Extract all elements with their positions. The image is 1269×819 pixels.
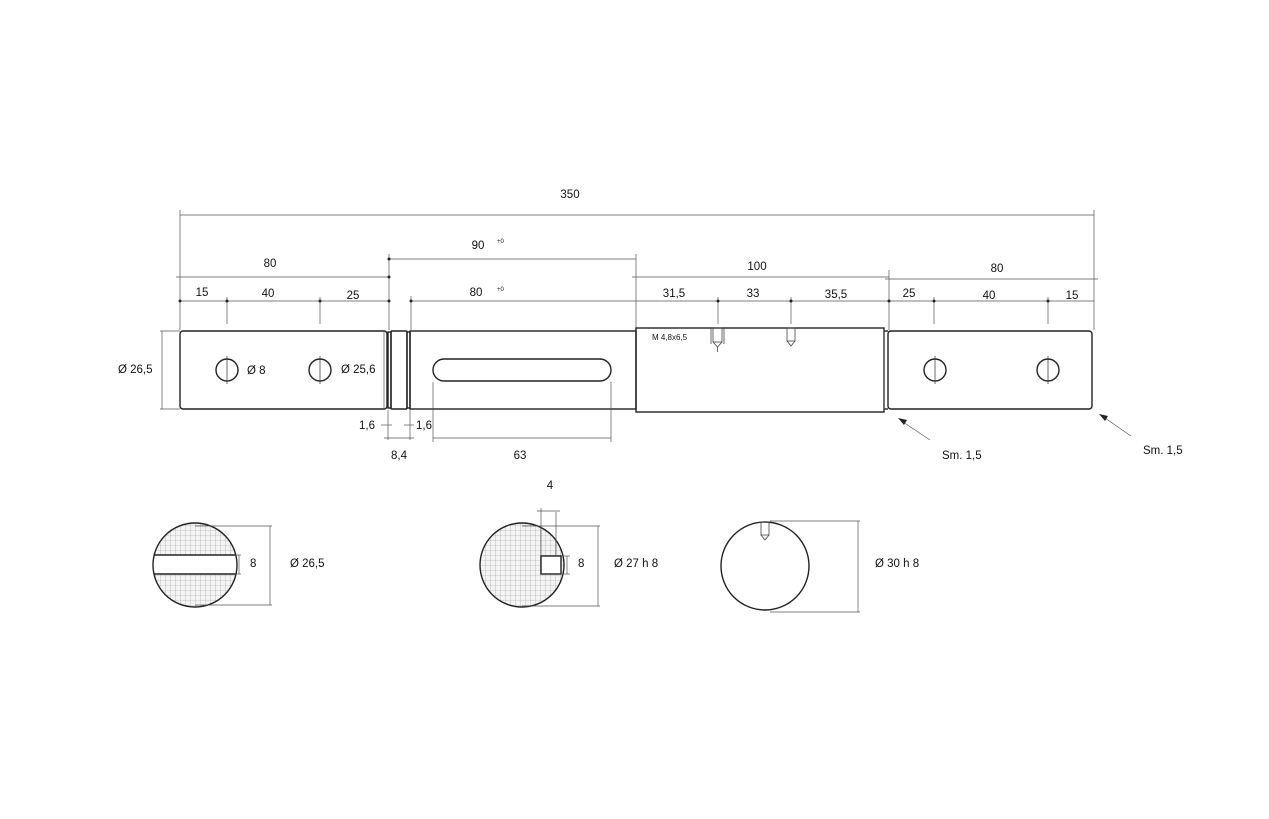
dim-groove-width: 1,6 <box>359 420 375 432</box>
threaded-hole <box>710 327 725 352</box>
section-view-3: Ø 30 h 8 <box>720 520 919 613</box>
dim-dia-groove: Ø 25,6 <box>341 364 376 376</box>
dim-keyway-length: 80 <box>470 287 483 299</box>
dim-left-section: 80 <box>264 258 277 270</box>
section-view-2: 4 8 Ø 27 h 8 <box>479 480 658 608</box>
dim-thread: M 4,8x6,5 <box>652 333 688 342</box>
dim-tolerance: +0 <box>497 239 505 245</box>
dim-mid-a: 31,5 <box>663 288 685 300</box>
threaded-hole <box>786 327 796 347</box>
dim-slot-length: 63 <box>514 450 527 462</box>
dim-chamfer: Sm. 1,5 <box>942 450 982 462</box>
dim-mid-c: 35,5 <box>825 289 847 301</box>
cross-hole <box>308 356 332 384</box>
dim-dia-hole: Ø 8 <box>247 365 266 377</box>
dim-section-width: 8 <box>250 558 256 570</box>
dim-right-a: 25 <box>903 288 916 300</box>
dim-dia-left: Ø 26,5 <box>118 364 153 376</box>
dim-left-a: 15 <box>196 287 209 299</box>
dim-right-section: 80 <box>991 263 1004 275</box>
dim-section-width: 8 <box>578 558 584 570</box>
dim-middle-section: 100 <box>747 261 766 273</box>
dim-section-dia: Ø 27 h 8 <box>614 558 658 570</box>
dim-keyway-section: 90 <box>472 240 485 252</box>
dim-left-c: 25 <box>347 290 360 302</box>
keyway-slot <box>432 358 612 382</box>
dim-mid-b: 33 <box>747 288 760 300</box>
dim-section-dia: Ø 26,5 <box>290 558 325 570</box>
cross-hole <box>1036 356 1060 384</box>
cross-hole <box>923 356 947 384</box>
dimension-lines <box>176 210 1098 330</box>
dim-left-b: 40 <box>262 288 275 300</box>
dim-tolerance: +0 <box>497 287 505 293</box>
shaft-side-view <box>179 327 1093 413</box>
dim-section-dia: Ø 30 h 8 <box>875 558 919 570</box>
dimension-labels: 350 80 90 +0 100 80 15 40 25 80 +0 31,5 … <box>118 189 1183 462</box>
section-view-1: 8 Ø 26,5 <box>152 522 325 608</box>
dim-groove-span: 8,4 <box>391 450 408 462</box>
dimension-lines <box>160 330 1132 442</box>
dim-right-c: 15 <box>1066 290 1079 302</box>
dim-chamfer: Sm. 1,5 <box>1143 445 1183 457</box>
cross-hole <box>215 356 239 384</box>
dim-key-width: 4 <box>547 480 554 492</box>
dim-overall: 350 <box>560 189 579 201</box>
dim-right-b: 40 <box>983 290 996 302</box>
dim-groove-width: 1,6 <box>416 420 432 432</box>
